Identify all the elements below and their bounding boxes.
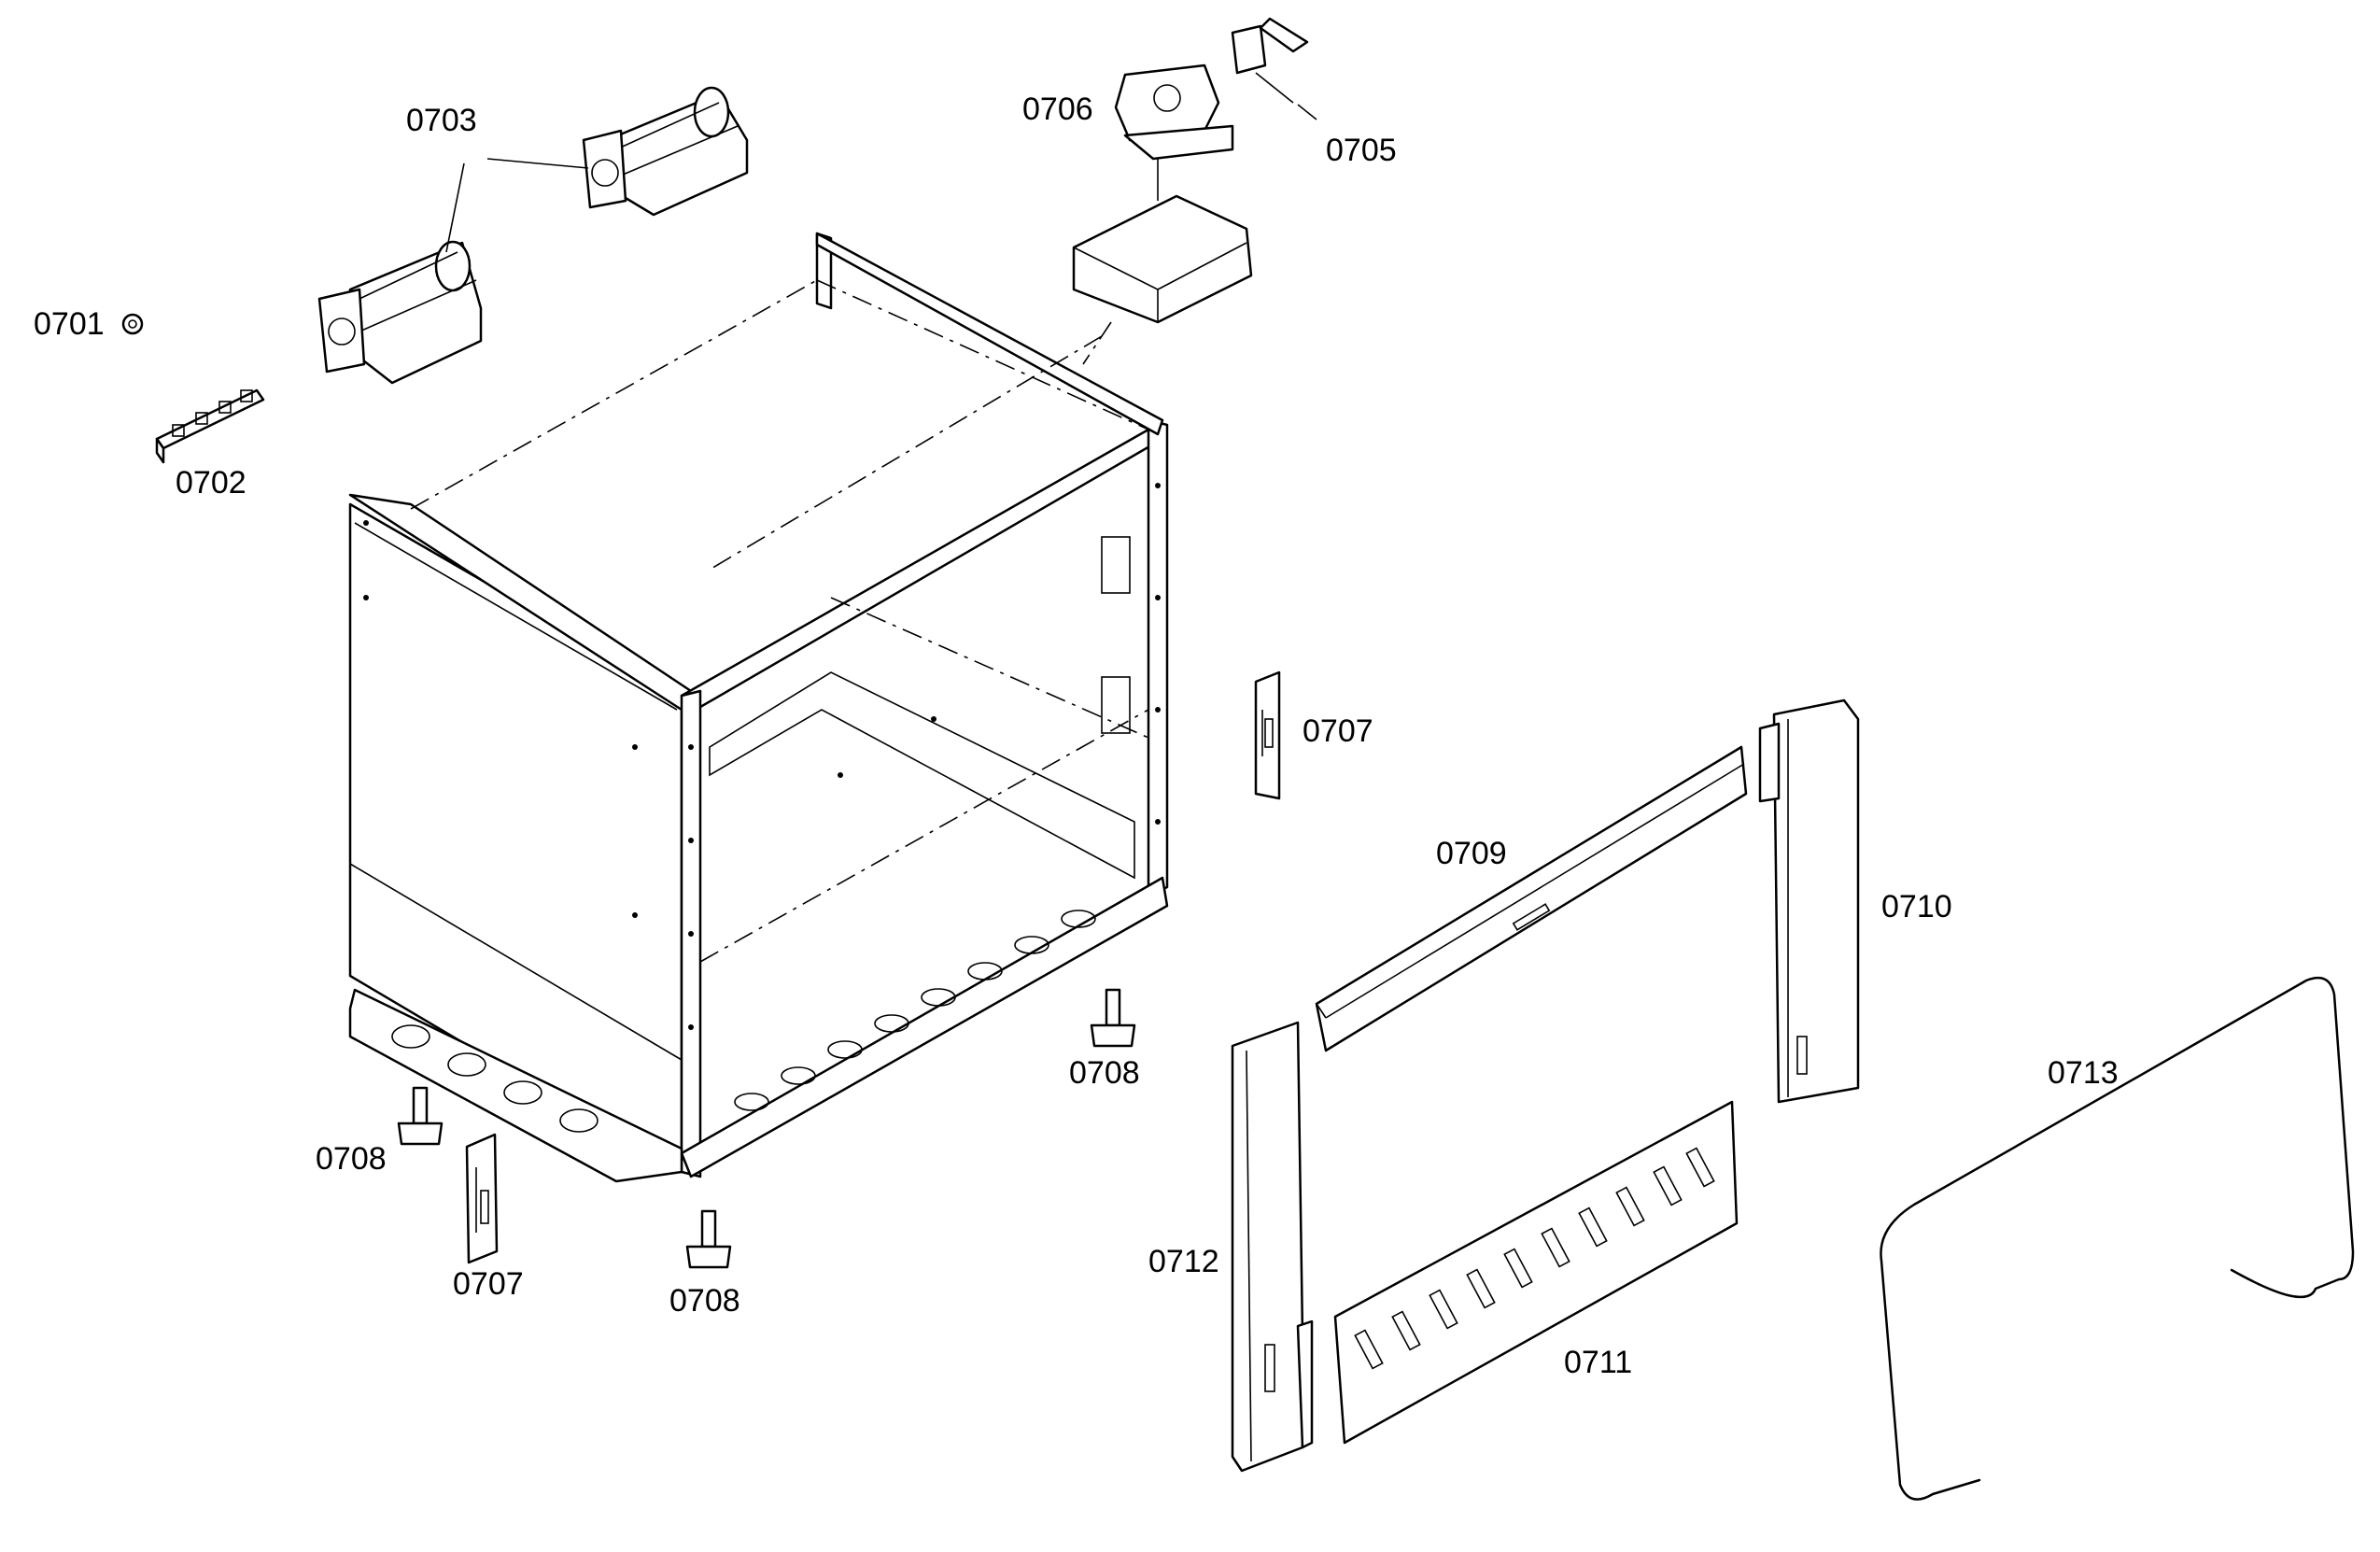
- label-0712: 0712: [1148, 1244, 1219, 1279]
- part-0709-top-rail: [1315, 745, 1748, 1052]
- part-0713-wire-rail: [1880, 976, 2355, 1501]
- part-0707-hinge-right: [1254, 670, 1281, 800]
- louver-slots: [1354, 1147, 1715, 1370]
- part-0711-louver-panel: [1333, 1100, 1739, 1445]
- part-0706-timer: [1114, 63, 1234, 161]
- part-0708-foot-c: [1090, 988, 1136, 1048]
- part-0703-fan-motor-lower: [317, 240, 483, 385]
- label-0701: 0701: [34, 306, 105, 342]
- part-0707-hinge-left: [465, 1133, 499, 1264]
- label-0713: 0713: [2048, 1055, 2119, 1091]
- leader-0703-lower: [445, 162, 465, 253]
- part-0712-left-strip: [1231, 1021, 1314, 1473]
- leader-tray-drop: [1082, 321, 1112, 365]
- label-0703: 0703: [406, 103, 477, 138]
- part-0708-foot-a: [397, 1086, 444, 1146]
- label-0706: 0706: [1022, 92, 1093, 127]
- label-0707-right: 0707: [1303, 713, 1373, 749]
- cabinet-frame: [348, 232, 1169, 1183]
- label-0708-right: 0708: [1069, 1055, 1140, 1091]
- label-0707-left: 0707: [453, 1266, 524, 1302]
- label-0708-left: 0708: [316, 1141, 387, 1177]
- part-0703-fan-motor-upper: [582, 86, 749, 217]
- label-0708-center: 0708: [669, 1283, 740, 1319]
- label-0710: 0710: [1881, 889, 1952, 924]
- label-0709: 0709: [1436, 836, 1507, 871]
- leader-0705: [1297, 104, 1317, 120]
- label-0705: 0705: [1326, 133, 1397, 168]
- frame-rivets: [363, 483, 1161, 1030]
- part-0705-switch: [1231, 17, 1309, 104]
- part-0708-foot-b: [685, 1209, 732, 1269]
- bottom-rail-holes: [391, 910, 1096, 1133]
- callout-labels: 0701 0702 0703 0705 0706 0707 0707 0708 …: [34, 92, 2119, 1380]
- part-0702-terminal-block: [155, 388, 265, 464]
- leader-0703-upper: [486, 158, 589, 169]
- part-0701-switch: [121, 313, 144, 335]
- part-0710-right-strip: [1758, 698, 1860, 1104]
- label-0702: 0702: [176, 465, 246, 501]
- part-0706-bracket-tray: [1072, 194, 1253, 324]
- label-0711: 0711: [1564, 1345, 1632, 1380]
